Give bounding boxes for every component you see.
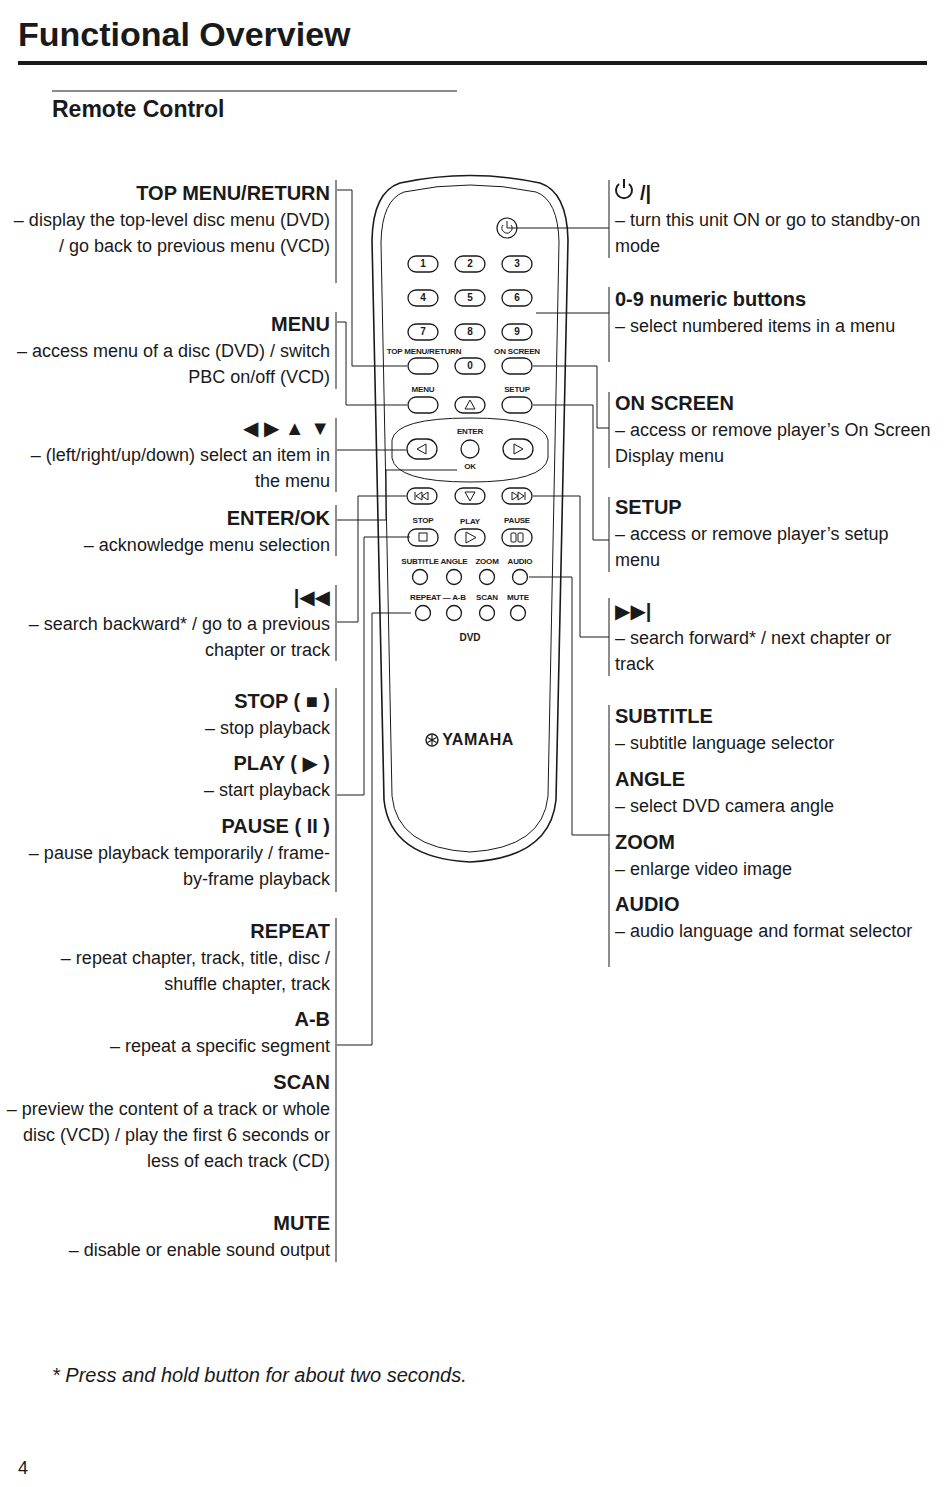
button-label: SCAN	[476, 593, 498, 603]
column-rules	[336, 180, 609, 1262]
callout-heading: REPEAT	[4, 918, 330, 944]
callout-description: – (left/right/up/down) select an item in…	[4, 442, 330, 494]
callout-heading: ◀ ▶ ▲ ▼	[4, 415, 330, 441]
callout-description: – search backward* / go to a previous ch…	[4, 611, 330, 663]
button-label: ZOOM	[475, 557, 498, 567]
brand-name: YAMAHA	[442, 731, 514, 749]
button-number: 2	[467, 258, 473, 270]
leader-lines	[337, 190, 609, 1045]
title-rule	[18, 61, 927, 65]
button-label: REPEAT — A-B	[410, 593, 466, 603]
page-number: 4	[18, 1455, 28, 1481]
button-number: 8	[467, 326, 473, 338]
section-rule	[52, 90, 457, 91]
button-number: 1	[420, 258, 426, 270]
callout-heading: |◀◀	[4, 584, 330, 610]
callout-heading: STOP ( ■ )	[4, 688, 330, 714]
power-icon	[616, 179, 632, 198]
model-mark: DVD	[459, 632, 480, 644]
callout-description: – display the top-level disc menu (DVD) …	[4, 207, 330, 259]
callout-description: – audio language and format selector	[615, 918, 933, 944]
callout-description: – select numbered items in a menu	[615, 313, 933, 339]
callout-description: – access menu of a disc (DVD) / switch P…	[4, 338, 330, 390]
button-number: 5	[467, 292, 473, 304]
callout-heading: ON SCREEN	[615, 390, 933, 416]
button-label: MENU	[412, 385, 435, 395]
button-label: PAUSE	[504, 516, 530, 526]
callout-heading: ENTER/OK	[4, 505, 330, 531]
callout-description: – search forward* / next chapter or trac…	[615, 625, 933, 677]
callout-heading: AUDIO	[615, 891, 933, 917]
button-number: 6	[514, 292, 520, 304]
callout-description: – enlarge video image	[615, 856, 933, 882]
callout-heading: 0-9 numeric buttons	[615, 286, 933, 312]
button-label: ENTER	[457, 427, 483, 437]
button-label: PLAY	[460, 517, 480, 527]
callout-description: – subtitle language selector	[615, 730, 933, 756]
callout-description: – repeat a specific segment	[4, 1033, 330, 1059]
callout-heading: TOP MENU/RETURN	[4, 180, 330, 206]
callout-description: – disable or enable sound output	[4, 1237, 330, 1263]
callout-heading: /|	[640, 180, 651, 206]
remote-body	[372, 176, 568, 863]
button-label: AUDIO	[508, 557, 533, 567]
button-number: 9	[514, 326, 520, 338]
button-label: STOP	[413, 516, 434, 526]
button-number: 4	[420, 292, 426, 304]
button-number: 7	[420, 326, 426, 338]
page-title: Functional Overview	[18, 14, 351, 54]
button-label: MUTE	[507, 593, 529, 603]
callout-description: – repeat chapter, track, title, disc / s…	[4, 945, 330, 997]
button-label: ANGLE	[440, 557, 467, 567]
footnote: * Press and hold button for about two se…	[52, 1362, 467, 1388]
callout-heading: ANGLE	[615, 766, 933, 792]
callout-description: – access or remove player’s On Screen Di…	[615, 417, 933, 469]
button-number: 3	[514, 258, 520, 270]
callout-heading: SETUP	[615, 494, 933, 520]
callout-heading: A-B	[4, 1006, 330, 1032]
button-label: SUBTITLE	[401, 557, 439, 567]
callout-heading: MENU	[4, 311, 330, 337]
callout-description: – pause playback temporarily / frame-by-…	[4, 840, 330, 892]
nav-surround	[392, 418, 548, 482]
callout-description: – access or remove player’s setup menu	[615, 521, 933, 573]
callout-heading: PAUSE ( II )	[4, 813, 330, 839]
remote-inner-outline	[381, 185, 559, 852]
callout-heading: PLAY ( ▶ )	[4, 750, 330, 776]
callout-description: – preview the content of a track or whol…	[4, 1096, 330, 1174]
yamaha-emblem	[426, 734, 438, 746]
callout-description: – turn this unit ON or go to standby-on …	[615, 207, 933, 259]
button-label: TOP MENU/RETURN	[387, 347, 462, 357]
button-number: 0	[467, 360, 473, 372]
callout-heading: MUTE	[4, 1210, 330, 1236]
button-label: ON SCREEN	[494, 347, 540, 357]
callout-description: – acknowledge menu selection	[4, 532, 330, 558]
callout-heading: ▶▶|	[615, 598, 933, 624]
callout-heading: SCAN	[4, 1069, 330, 1095]
callout-description: – stop playback	[4, 715, 330, 741]
callout-description: – start playback	[4, 777, 330, 803]
callout-description: – select DVD camera angle	[615, 793, 933, 819]
button-label: SETUP	[504, 385, 530, 395]
section-heading: Remote Control	[52, 95, 225, 123]
callout-heading: ZOOM	[615, 829, 933, 855]
button-label: OK	[464, 462, 476, 472]
callout-heading: SUBTITLE	[615, 703, 933, 729]
